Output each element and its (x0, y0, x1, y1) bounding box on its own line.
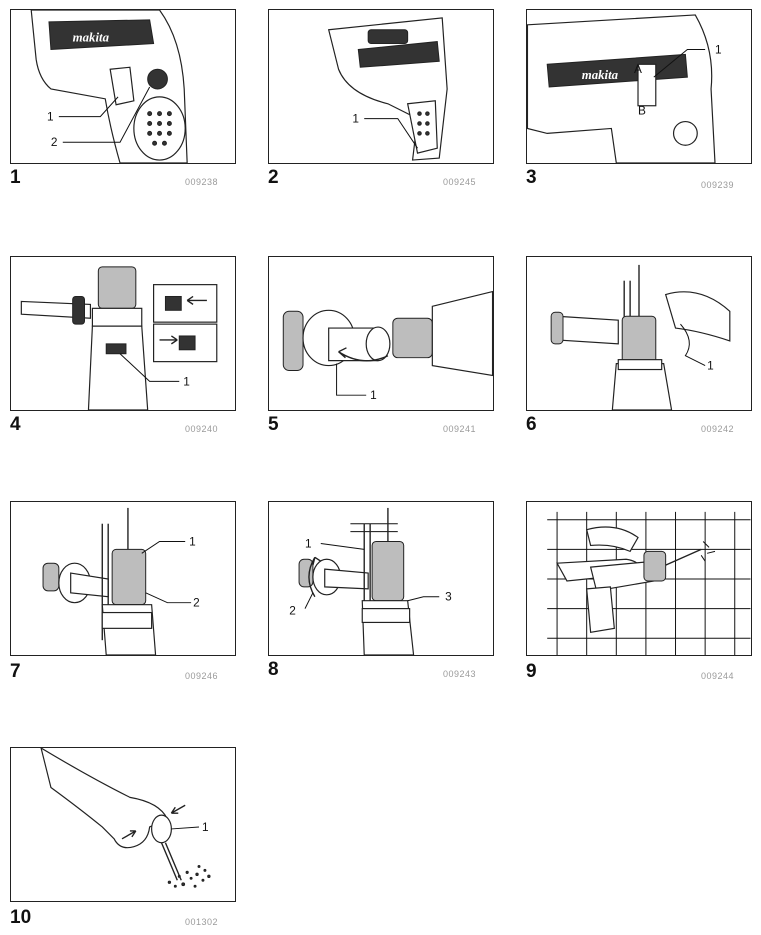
callout-1: 1 (707, 359, 714, 373)
wall-grid (547, 511, 751, 655)
figure-2-frame: 1 (268, 9, 494, 164)
figure-10-illustration: 1 (40, 748, 211, 888)
figure-8-illustration: 1 2 3 (289, 507, 452, 655)
figure-2-illustration: 1 (327, 17, 448, 161)
lock-button (147, 68, 168, 90)
figure-8-code: 009243 (443, 669, 477, 679)
figure-1-frame: makita 1 2 (10, 9, 236, 164)
figure-4-illustration: 1 (20, 266, 218, 410)
mark-b: B (638, 104, 646, 118)
figure-5-frame: 1 (268, 256, 494, 411)
figure-6-number: 6 (526, 414, 537, 435)
dust-particles (167, 864, 211, 888)
mark-a: A (634, 62, 642, 76)
figure-1-illustration: makita 1 2 (30, 10, 188, 163)
figure-6-code: 009242 (701, 424, 735, 434)
callout-2: 2 (289, 604, 296, 618)
figure-9-code: 009244 (701, 671, 735, 681)
figure-5-code: 009241 (443, 424, 477, 434)
grip-dots (417, 111, 430, 136)
figure-6-frame: 1 (526, 256, 752, 411)
figure-1-number: 1 (10, 167, 21, 188)
callout-1: 1 (715, 42, 722, 56)
figure-6-illustration: 1 (550, 264, 731, 410)
figure-8-number: 8 (268, 659, 279, 680)
figure-10-frame: 1 (10, 747, 236, 902)
figure-7-illustration: 1 2 (42, 507, 200, 655)
figure-7-frame: 1 2 (10, 501, 236, 656)
callout-1: 1 (352, 112, 359, 126)
figure-10-code: 001302 (185, 917, 219, 927)
callout-2: 2 (51, 135, 58, 149)
figure-7-number: 7 (10, 661, 21, 682)
callout-1: 1 (47, 110, 54, 124)
figure-10-number: 10 (10, 907, 32, 928)
figure-4-code: 009240 (185, 424, 219, 434)
figure-9-illustration (547, 511, 751, 655)
figure-9-frame (526, 501, 752, 656)
figure-5-number: 5 (268, 414, 279, 435)
figure-3-illustration: makita A B 1 (527, 14, 722, 163)
callout-3: 3 (445, 590, 452, 604)
callout-2: 2 (193, 596, 200, 610)
callout-1: 1 (370, 388, 377, 402)
callout-1: 1 (183, 374, 190, 388)
figure-8-frame: 1 2 3 (268, 501, 494, 656)
grip-dots (147, 111, 172, 146)
figure-5-illustration: 1 (282, 290, 493, 402)
figure-7-code: 009246 (185, 671, 219, 681)
figure-9-number: 9 (526, 661, 537, 682)
figure-3-frame: makita A B 1 (526, 9, 752, 164)
figure-4-frame: 1 (10, 256, 236, 411)
figure-1-code: 009238 (185, 177, 219, 187)
figure-4-number: 4 (10, 414, 21, 435)
callout-1: 1 (202, 820, 209, 834)
brand-logo: makita (582, 68, 619, 82)
figure-2-code: 009245 (443, 177, 477, 187)
brand-logo: makita (73, 31, 110, 45)
callout-1: 1 (189, 534, 196, 548)
figure-3-code: 009239 (701, 180, 735, 190)
callout-1: 1 (305, 536, 312, 550)
figure-3-number: 3 (526, 167, 537, 188)
figure-2-number: 2 (268, 167, 279, 188)
